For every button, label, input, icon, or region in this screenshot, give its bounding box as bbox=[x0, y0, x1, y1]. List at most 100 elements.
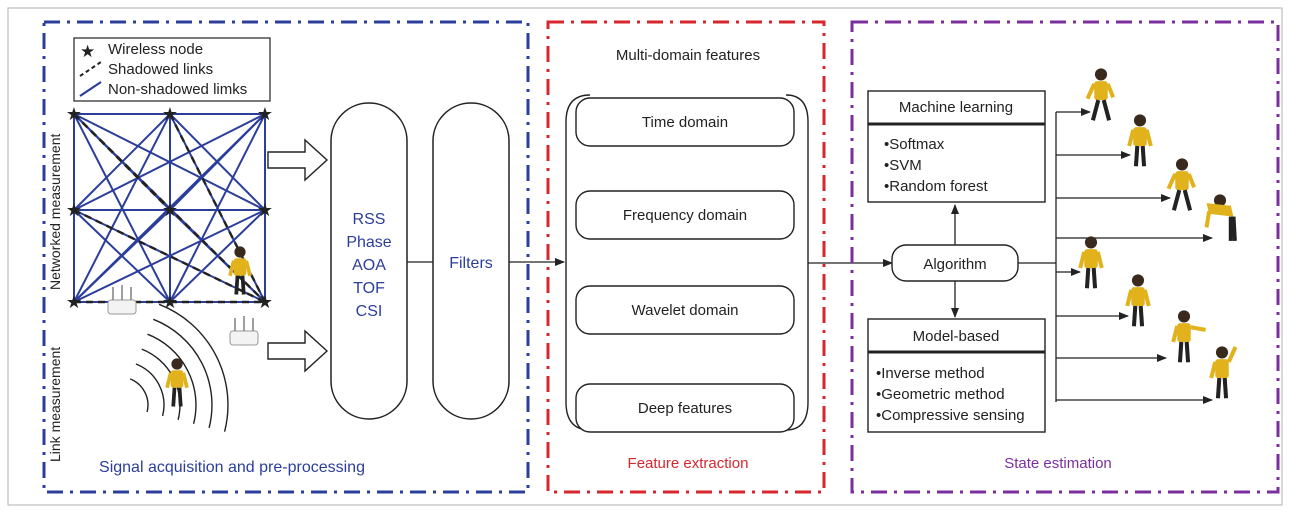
feature-frequency-box bbox=[575, 190, 795, 240]
person-arm bbox=[1125, 289, 1134, 307]
person-leg bbox=[1171, 189, 1182, 211]
person-leg bbox=[1090, 99, 1101, 121]
ml-svm: •SVM bbox=[884, 157, 922, 174]
person-arm bbox=[1144, 129, 1153, 147]
non-shadowed-link bbox=[73, 113, 171, 211]
legend-box bbox=[73, 37, 271, 102]
legend-nonshadowed-icon bbox=[79, 81, 102, 97]
person-leg bbox=[1184, 341, 1191, 363]
non-shadowed-link bbox=[73, 209, 266, 303]
algorithm-label: Algorithm bbox=[923, 256, 986, 273]
features-bracket-left bbox=[565, 94, 591, 431]
person-torso bbox=[1133, 127, 1147, 147]
person-leg bbox=[1177, 341, 1184, 363]
ml-random-forest: •Random forest bbox=[884, 178, 988, 195]
mb-geometric: •Geometric method bbox=[876, 386, 1005, 403]
feature-section-border bbox=[546, 20, 826, 494]
non-shadowed-link bbox=[73, 209, 171, 303]
person-arm bbox=[1204, 210, 1212, 228]
legend-non-shadowed-links: Non-shadowed limks bbox=[108, 81, 247, 98]
person-icon bbox=[228, 246, 252, 295]
wireless-node-icon: ★ bbox=[66, 292, 82, 312]
legend-wireless-node: Wireless node bbox=[108, 41, 203, 58]
person-arm bbox=[1209, 361, 1218, 379]
non-shadowed-link bbox=[169, 209, 266, 303]
legend-shadowed-icon bbox=[79, 61, 102, 77]
router-left bbox=[107, 285, 137, 315]
person-leg bbox=[1222, 377, 1229, 399]
mb-inverse: •Inverse method bbox=[876, 365, 985, 382]
person-icon bbox=[1166, 158, 1197, 211]
person-arm bbox=[165, 372, 173, 389]
person-leg bbox=[234, 275, 240, 295]
person-arm bbox=[1078, 251, 1087, 269]
person-arm bbox=[1166, 173, 1178, 190]
person-arm bbox=[181, 372, 189, 389]
person-head bbox=[234, 246, 246, 258]
legend: ★ Wireless node Shadowed links Non-shado… bbox=[73, 37, 271, 102]
person-head bbox=[1131, 274, 1145, 287]
person-torso bbox=[1131, 287, 1145, 307]
person-icon bbox=[1078, 236, 1104, 289]
model-based-title: Model-based bbox=[913, 328, 1000, 345]
person-leg bbox=[1231, 216, 1237, 242]
signal-section-title: Signal acquisition and pre-processing bbox=[99, 459, 365, 476]
non-shadowed-link bbox=[73, 113, 171, 303]
person-icon bbox=[1125, 274, 1151, 327]
person-leg bbox=[1133, 145, 1140, 167]
person-head bbox=[1213, 194, 1227, 207]
non-shadowed-link bbox=[73, 113, 266, 211]
link-measurement-label: Link measurement bbox=[47, 347, 63, 462]
person-leg bbox=[1091, 267, 1098, 289]
person-arm bbox=[228, 260, 236, 277]
feature-section-title: Feature extraction bbox=[628, 455, 749, 472]
signal-wave-arc bbox=[153, 318, 213, 428]
person-head bbox=[1177, 310, 1191, 323]
mb-compressive: •Compressive sensing bbox=[876, 407, 1025, 424]
person-leg bbox=[1131, 305, 1138, 327]
person-icon bbox=[165, 358, 189, 407]
signal-phase: Phase bbox=[346, 234, 391, 251]
signal-tof: TOF bbox=[353, 280, 385, 297]
feature-frequency-label: Frequency domain bbox=[623, 207, 747, 224]
person-torso bbox=[1206, 203, 1234, 217]
person-arm bbox=[1105, 83, 1116, 99]
state-section-border bbox=[850, 20, 1280, 494]
filters-label: Filters bbox=[449, 255, 493, 272]
state-persons bbox=[1078, 68, 1238, 399]
person-icon bbox=[1204, 194, 1237, 242]
non-shadowed-link bbox=[169, 113, 266, 303]
person-head bbox=[1133, 114, 1147, 127]
person-arm bbox=[1190, 325, 1206, 332]
hollow-arrow-network bbox=[267, 138, 329, 182]
person-leg bbox=[240, 275, 246, 295]
signal-wave-arc bbox=[135, 363, 165, 417]
state-branches bbox=[1018, 108, 1213, 404]
features-title: Multi-domain features bbox=[616, 47, 760, 64]
person-arm bbox=[1085, 83, 1097, 100]
wireless-node-icon: ★ bbox=[257, 200, 273, 220]
signals-box bbox=[330, 102, 408, 420]
person-arm bbox=[1186, 173, 1197, 189]
person-torso bbox=[1175, 171, 1189, 191]
machine-learning-title: Machine learning bbox=[899, 99, 1013, 116]
router-right bbox=[229, 316, 259, 346]
feature-wavelet-box bbox=[575, 285, 795, 335]
person-torso bbox=[1215, 359, 1229, 379]
person-head bbox=[171, 358, 183, 370]
person-arm bbox=[1142, 289, 1151, 307]
person-arm bbox=[244, 260, 252, 277]
person-leg bbox=[1140, 145, 1147, 167]
person-link bbox=[165, 358, 189, 407]
person-head bbox=[1094, 68, 1108, 81]
person-leg bbox=[1101, 99, 1112, 121]
machine-learning-box bbox=[867, 90, 1046, 203]
person-torso bbox=[233, 258, 247, 276]
model-based-box bbox=[867, 318, 1046, 433]
feature-wavelet-label: Wavelet domain bbox=[632, 302, 739, 319]
ml-softmax: •Softmax bbox=[884, 136, 945, 153]
person-icon bbox=[1127, 114, 1153, 167]
person-icon bbox=[1209, 346, 1238, 399]
signal-wave-arc bbox=[129, 378, 149, 413]
